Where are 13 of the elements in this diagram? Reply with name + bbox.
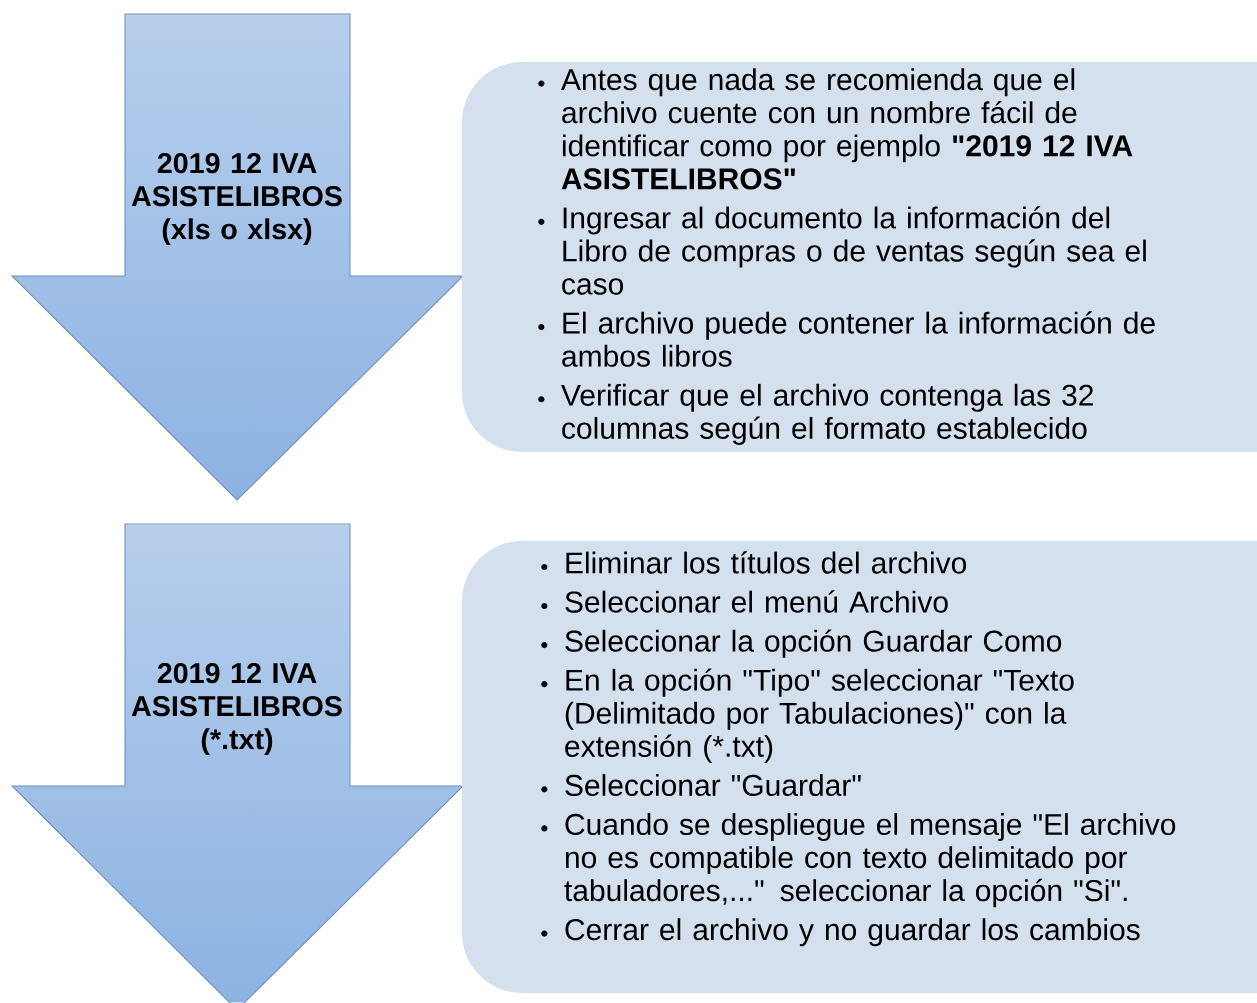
bullet-item: Cerrar el archivo y no guardar los cambios: [541, 918, 1140, 947]
bullet-item: Ingresar al documento la información del Libro de compras o de ventas según sea el caso: [538, 206, 1146, 295]
bullet-item: Seleccionar el menú Archivo: [541, 590, 948, 613]
bullet-item: Seleccionar "Guardar": [541, 774, 861, 797]
bullet-item: Verificar que el archivo contenga las 32 columnas según el formato establecido: [538, 383, 1093, 445]
bullet-item: Antes que nada se recomienda que el archivo cuente con un nombre fácil de identificar como por ejemplo "2019 12 IVA ASISTELIBROS": [538, 68, 1133, 190]
bullet-item: El archivo puede contener la información de ambos libros: [538, 311, 1155, 367]
bullet-item: En la opción "Tipo" seleccionar "Texto (Delimitado por Tabulaciones)" con la extensión (*.txt): [541, 668, 1074, 763]
bullet-item: Seleccionar la opción Guardar Como: [541, 629, 1062, 658]
rounded-text-box: [462, 62, 1257, 452]
bullet-item: Eliminar los títulos del archivo: [541, 551, 967, 574]
bullet-item: Cuando se despliegue el mensaje "El archivo no es compatible con texto delimitado por tabuladores,..." seleccionar la opción "Si".: [541, 813, 1176, 908]
rounded-text-box: [462, 541, 1257, 993]
